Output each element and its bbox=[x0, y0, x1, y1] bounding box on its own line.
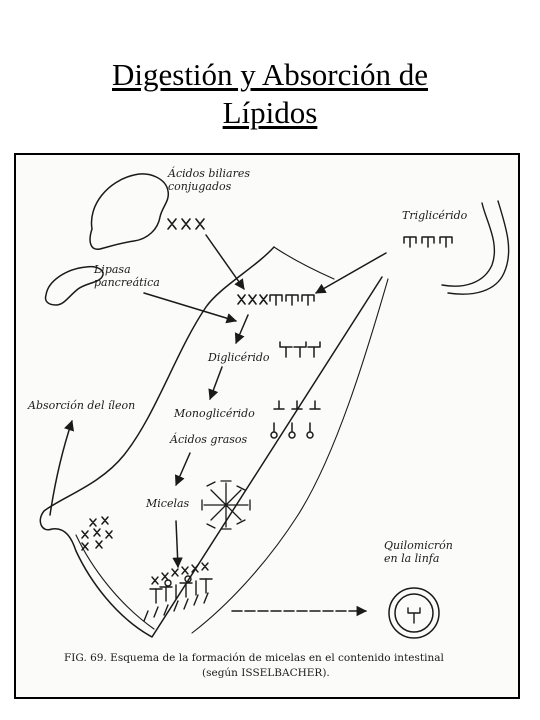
figure-caption: FIG. 69. Esquema de la formación de mice… bbox=[64, 651, 504, 681]
liver-outline bbox=[89, 173, 170, 250]
diglyceride-symbols bbox=[279, 341, 321, 358]
label-chylomicron: Quilomicrón en la linfa bbox=[384, 539, 453, 565]
arrow-triglyceride bbox=[315, 252, 387, 294]
label-chylomicron-line-1: Quilomicrón bbox=[384, 539, 453, 552]
micelle-symbol bbox=[201, 480, 251, 530]
monoglyceride-symbols bbox=[273, 400, 321, 410]
mucosa-absorption bbox=[143, 562, 213, 622]
slide-title-line-1: Digestión y Absorción de bbox=[112, 57, 428, 92]
label-pancreatic-lipase-line-2: pancreática bbox=[94, 276, 160, 289]
fatty-acid-symbols bbox=[270, 422, 314, 439]
label-chylomicron-line-2: en la linfa bbox=[384, 552, 440, 565]
label-diglyceride: Diglicérido bbox=[208, 351, 270, 364]
chylomicron-core bbox=[407, 607, 421, 624]
label-bile-acids-line-1: Ácidos biliares bbox=[168, 167, 250, 180]
intestine-inner-wall bbox=[75, 534, 155, 630]
pancreas-outline bbox=[44, 265, 104, 306]
figure-caption-line-1: FIG. 69. Esquema de la formación de mice… bbox=[64, 652, 444, 664]
label-bile-acids: Ácidos biliares conjugados bbox=[168, 167, 250, 193]
slide-title: Digestión y Absorción de Lípidos bbox=[0, 56, 540, 132]
lipid-digestion-diagram: Ácidos biliares conjugados Triglicérido … bbox=[14, 153, 520, 699]
chylomicron-outer bbox=[388, 587, 440, 639]
label-triglyceride: Triglicérido bbox=[402, 209, 468, 222]
triglyceride-symbols bbox=[403, 236, 453, 248]
arrow-monoglyceride bbox=[208, 366, 223, 400]
label-fatty-acids: Ácidos grasos bbox=[170, 433, 248, 446]
label-ileum-absorption: Absorción del íleon bbox=[28, 399, 136, 412]
ileum-molecules bbox=[81, 516, 113, 551]
label-bile-acids-line-2: conjugados bbox=[168, 180, 232, 193]
label-monoglyceride: Monoglicérido bbox=[174, 407, 255, 420]
label-pancreatic-lipase-line-1: Lipasa bbox=[94, 263, 131, 276]
chylomicron-inner bbox=[394, 593, 434, 633]
intestine-outer-wall bbox=[39, 246, 383, 638]
arrow-diglyceride bbox=[234, 314, 249, 344]
arrow-bile bbox=[205, 234, 245, 290]
arrow-lipase bbox=[143, 292, 238, 324]
slide-title-line-2: Lípidos bbox=[222, 95, 318, 130]
arrow-micelles bbox=[172, 520, 183, 569]
diagram-drawing bbox=[39, 173, 510, 639]
triglyceride-symbols-lumen bbox=[269, 294, 315, 306]
figure-caption-line-2: (según ISSELBACHER). bbox=[202, 667, 330, 679]
label-micelles: Micelas bbox=[146, 497, 190, 510]
bile-acid-symbols bbox=[167, 218, 268, 305]
stomach-outline bbox=[441, 202, 496, 287]
label-pancreatic-lipase: Lipasa pancreática bbox=[94, 263, 160, 289]
arrow-fatty-acids bbox=[174, 452, 191, 486]
arrow-ileum bbox=[49, 420, 74, 516]
